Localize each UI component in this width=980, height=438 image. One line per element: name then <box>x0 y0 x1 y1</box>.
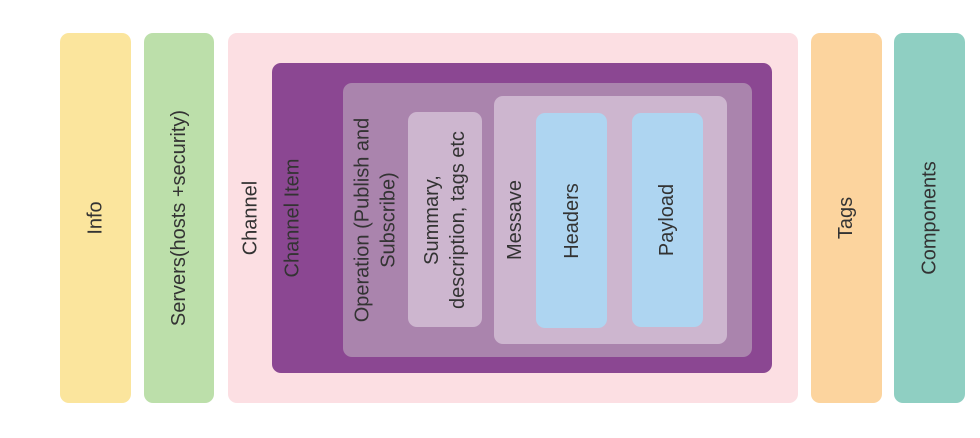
servers-label-wrap: Servers(hosts +security) <box>144 33 214 403</box>
channel-item-box: Channel Item Operation (Publish and Subs… <box>272 63 772 373</box>
payload-label: Payload <box>656 183 679 257</box>
headers-label: Headers <box>560 182 583 259</box>
tags-label: Tags <box>835 196 858 240</box>
headers-box: Headers <box>536 113 607 328</box>
channel-label: Channel <box>239 180 262 256</box>
channel-item-label-wrap: Channel Item <box>272 63 312 373</box>
components-label-wrap: Components <box>894 33 965 403</box>
servers-box: Servers(hosts +security) <box>144 33 214 403</box>
info-box: Info <box>60 33 131 403</box>
summary-label-wrap: Summary, description, tags etc <box>408 112 482 327</box>
operation-box: Operation (Publish and Subscribe) Summar… <box>343 83 752 357</box>
info-label: Info <box>84 201 107 235</box>
message-box: Messave Headers Payload <box>494 96 727 344</box>
headers-label-wrap: Headers <box>536 113 607 328</box>
summary-label: Summary, description, tags etc <box>421 130 469 309</box>
payload-label-wrap: Payload <box>632 113 703 327</box>
message-label-wrap: Messave <box>494 96 536 344</box>
payload-box: Payload <box>632 113 703 327</box>
channel-label-wrap: Channel <box>228 33 272 403</box>
tags-box: Tags <box>811 33 882 403</box>
summary-box: Summary, description, tags etc <box>408 112 482 327</box>
servers-label: Servers(hosts +security) <box>168 109 191 327</box>
channel-box: Channel Channel Item Operation (Publish … <box>228 33 798 403</box>
channel-item-label: Channel Item <box>281 158 303 278</box>
info-label-wrap: Info <box>60 33 131 403</box>
operation-label-wrap: Operation (Publish and Subscribe) <box>343 83 408 357</box>
tags-label-wrap: Tags <box>811 33 882 403</box>
operation-label: Operation (Publish and Subscribe) <box>351 117 400 323</box>
message-label: Messave <box>504 179 526 261</box>
components-label: Components <box>918 161 941 275</box>
components-box: Components <box>894 33 965 403</box>
